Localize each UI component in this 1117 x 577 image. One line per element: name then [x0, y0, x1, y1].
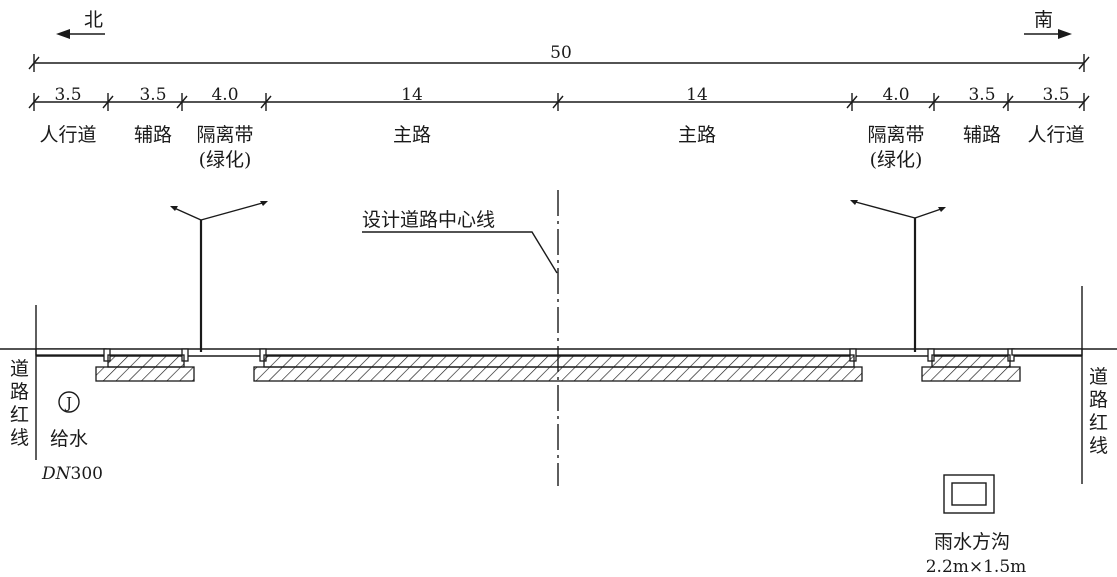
segment-width-value: 3.5: [54, 85, 81, 105]
red-line-label-north-2: 路: [10, 381, 29, 403]
water-pipe-symbol-letter: J: [64, 394, 72, 412]
overall-dimension-tick-left: [28, 56, 40, 70]
segment-dimension-tick: [102, 95, 114, 109]
segment-dimension-tick: [28, 95, 40, 109]
sidewalk-north-slab: [35, 348, 107, 356]
segment-label: 主路: [678, 124, 716, 146]
segment-dimension-tick: [928, 95, 940, 109]
aux-road-south-surface: [931, 354, 1011, 368]
sidewalk-south-slab: [1011, 348, 1083, 356]
segment-dimension-tick: [1078, 95, 1090, 109]
segment-dimension-tick: [846, 95, 858, 109]
segment-dimensions: 3.5 3.5 4.0 14 14 4.0 3.5 3.5: [28, 85, 1090, 111]
segment-sublabel: (绿化): [199, 149, 252, 171]
segment-width-value: 3.5: [1042, 85, 1069, 105]
segment-width-value: 3.5: [139, 85, 166, 105]
segment-width-value: 3.5: [968, 85, 995, 105]
segment-dimension-tick: [176, 95, 188, 109]
red-line-label-south-2: 路: [1089, 389, 1108, 411]
segment-dimension-tick: [552, 95, 564, 109]
segment-width-value: 14: [401, 85, 423, 105]
red-line-label-south-1: 道: [1089, 366, 1108, 388]
lamp-arm-south-left: [851, 200, 916, 219]
centerline-leader: [362, 231, 558, 274]
lamp-head-south-right: [938, 207, 946, 212]
storm-drain-outer: [943, 474, 995, 514]
storm-drain-inner: [951, 482, 987, 506]
red-line-label-south-4: 线: [1089, 435, 1108, 457]
water-pipe-label: 给水: [50, 428, 88, 450]
street-lamp-north: [170, 201, 268, 352]
main-road-surface: [263, 354, 855, 368]
water-supply-pipe: J 给水 DN300: [41, 391, 103, 484]
water-pipe-symbol: [58, 391, 80, 413]
storm-drain: 雨水方沟 2.2m×1.5m: [926, 474, 1027, 577]
road-red-line-north: 道 路 红 线: [10, 305, 37, 460]
segment-label: 人行道: [1027, 124, 1084, 146]
red-line-label-south-3: 红: [1089, 412, 1108, 434]
north-arrow-head: [56, 29, 70, 39]
lamp-head-north-right: [260, 201, 268, 206]
road-red-line-south: 道 路 红 线: [1081, 286, 1108, 484]
segment-width-value: 14: [686, 85, 708, 105]
pavement-structures: [95, 354, 1021, 382]
segment-label: 隔离带: [867, 124, 924, 146]
south-arrow-head: [1058, 29, 1072, 39]
segment-dimension-tick: [1002, 95, 1014, 109]
south-arrow: 南: [1024, 9, 1072, 39]
segment-sublabel: (绿化): [870, 149, 923, 171]
lamp-head-north-left: [170, 206, 178, 211]
segment-label: 隔离带: [196, 124, 253, 146]
north-label: 北: [84, 9, 103, 31]
aux-road-south-base: [921, 366, 1021, 382]
lamp-arm-south-right: [914, 207, 945, 219]
south-label: 南: [1034, 9, 1053, 31]
main-road-base: [253, 366, 863, 382]
curbs: [35, 348, 1083, 362]
storm-drain-size: 2.2m×1.5m: [926, 557, 1027, 577]
aux-road-north-base: [95, 366, 195, 382]
segment-labels: 人行道 辅路 隔离带 (绿化) 主路 主路 隔离带 (绿化) 辅路 人行道: [39, 124, 1084, 171]
aux-road-north-surface: [107, 354, 185, 368]
segment-label: 人行道: [39, 124, 96, 146]
red-line-label-north-1: 道: [10, 358, 29, 380]
north-arrow: 北: [56, 9, 105, 39]
water-pipe-size-number: 300: [71, 464, 103, 484]
segment-label: 主路: [393, 124, 431, 146]
street-lamp-south: [850, 200, 946, 352]
lamp-arm-north-left: [171, 206, 202, 221]
water-pipe-size-prefix: DN: [41, 464, 72, 484]
overall-dimension-value: 50: [550, 43, 572, 63]
water-pipe-size: DN300: [41, 464, 103, 484]
segment-width-value: 4.0: [211, 85, 238, 105]
overall-dimension-tick-right: [1078, 56, 1090, 70]
lamp-head-south-left: [850, 200, 858, 205]
centerline-label: 设计道路中心线: [362, 209, 495, 231]
segment-dimension-tick: [260, 95, 272, 109]
centerline-annotation: 设计道路中心线: [362, 209, 558, 274]
storm-drain-label: 雨水方沟: [934, 531, 1010, 553]
red-line-label-north-3: 红: [10, 404, 29, 426]
segment-width-value: 4.0: [882, 85, 909, 105]
segment-label: 辅路: [963, 124, 1001, 146]
segment-label: 辅路: [134, 124, 172, 146]
lamp-arm-north-right: [200, 201, 267, 221]
overall-dimension: 50: [28, 43, 1090, 72]
red-line-label-north-4: 线: [10, 427, 29, 449]
